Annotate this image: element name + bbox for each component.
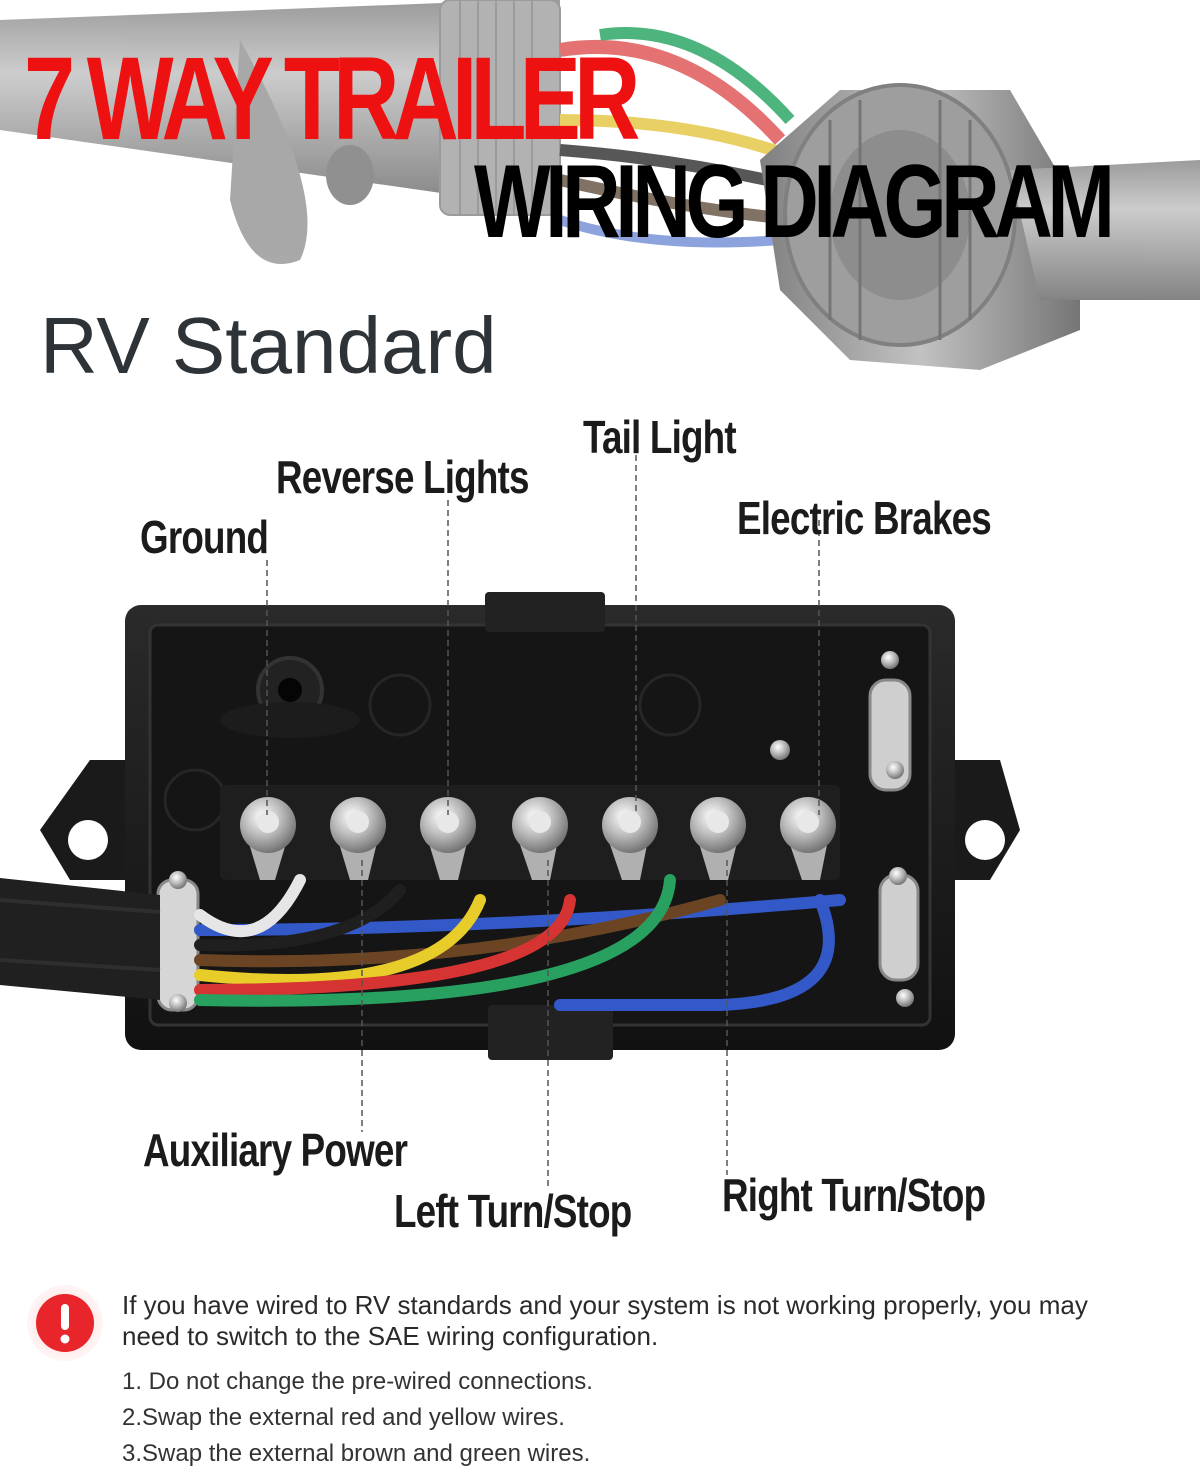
leader-lines xyxy=(266,455,820,1190)
label-right-turn-stop: Right Turn/Stop xyxy=(722,1169,986,1221)
label-electric-brakes: Electric Brakes xyxy=(737,492,992,544)
terminal-auxiliary xyxy=(330,797,386,880)
terminal-ground xyxy=(240,797,296,880)
title-line-2: WIRING DIAGRAM xyxy=(474,144,1115,260)
internal-wires xyxy=(194,874,846,1011)
label-reverse-lights: Reverse Lights xyxy=(276,451,529,503)
junction-box xyxy=(0,592,1020,1060)
label-ground: Ground xyxy=(140,511,269,563)
exclamation-icon xyxy=(27,1285,103,1361)
terminal-tail xyxy=(602,797,658,880)
title-line-1: 7 WAY TRAILER xyxy=(24,33,640,165)
label-tail-light: Tail Light xyxy=(583,411,737,463)
terminal-left-turn xyxy=(512,797,568,880)
terminal-reverse xyxy=(420,797,476,880)
subtitle: RV Standard xyxy=(40,301,497,390)
terminal-electric-brakes xyxy=(780,797,836,880)
terminal-studs xyxy=(240,797,836,880)
note-step-1: 1. Do not change the pre-wired connectio… xyxy=(122,1368,593,1395)
note-text: If you have wired to RV standards and yo… xyxy=(122,1290,1088,1351)
terminal-right-turn xyxy=(690,797,746,880)
note-step-2: 2.Swap the external red and yellow wires… xyxy=(122,1404,565,1431)
label-left-turn-stop: Left Turn/Stop xyxy=(394,1185,632,1237)
note-step-3: 3.Swap the external brown and green wire… xyxy=(122,1440,591,1467)
cable-background xyxy=(0,0,1200,370)
label-auxiliary-power: Auxiliary Power xyxy=(143,1124,408,1176)
